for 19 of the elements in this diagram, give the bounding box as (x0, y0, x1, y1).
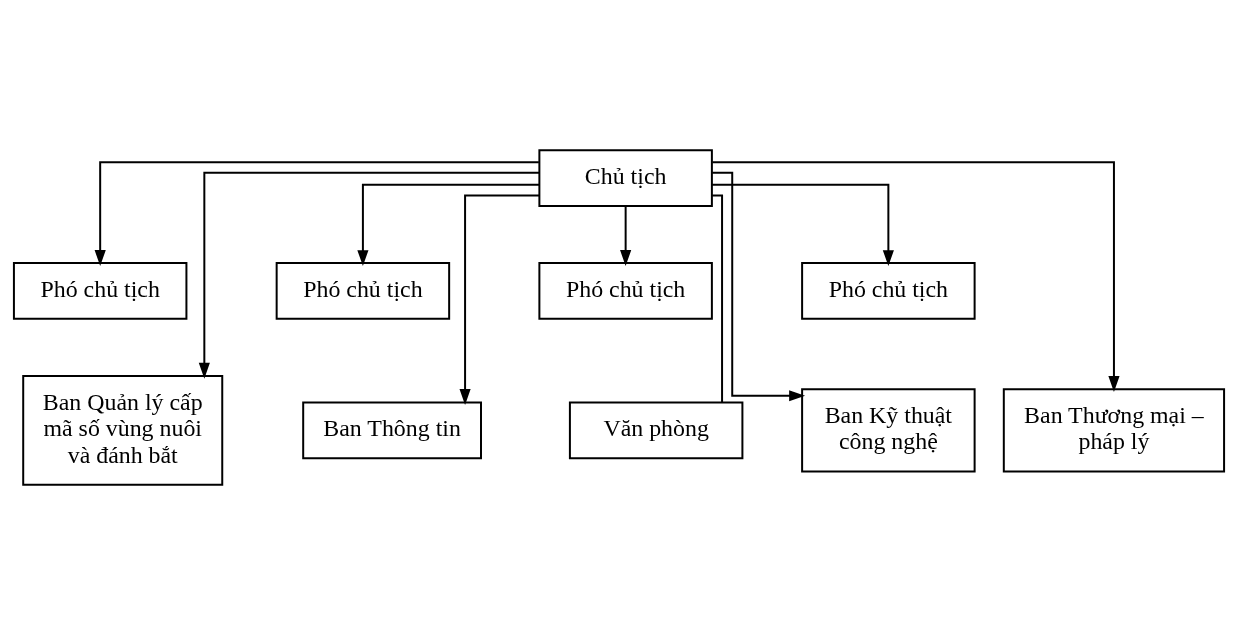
arrow (198, 171, 541, 379)
node-box: Phó chủ tịch (12, 261, 188, 320)
arrow (357, 183, 541, 266)
arrow (711, 183, 894, 266)
node-box: Văn phòng (568, 400, 744, 459)
arrow (711, 160, 1120, 392)
arrow (620, 204, 632, 266)
node-box: Phó chủ tịch (538, 261, 713, 320)
arrow (711, 171, 806, 401)
connector (711, 193, 724, 403)
node-box: Ban Thương mại – pháp lý (1002, 387, 1226, 472)
node-box: Chủ tịch (538, 148, 713, 207)
node-box: Phó chủ tịch (801, 261, 976, 320)
node-box: Ban Kỹ thuật công nghệ (801, 387, 976, 472)
node-box: Ban Thông tin (302, 400, 482, 459)
arrow (94, 160, 540, 266)
node-box: Ban Quản lý cấp mã số vùng nuôi và đánh bắt (22, 374, 224, 486)
node-box: Phó chủ tịch (275, 261, 451, 320)
arrow (459, 193, 541, 405)
